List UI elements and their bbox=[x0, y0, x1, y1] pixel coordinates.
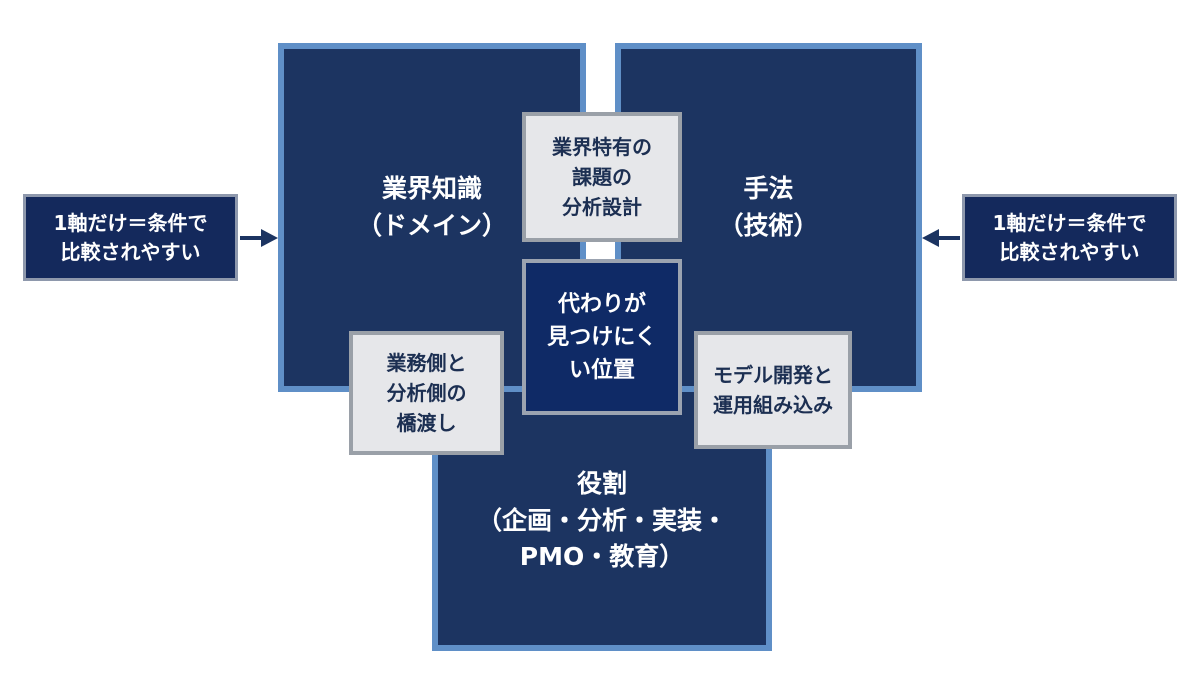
overlap-domain-technique-label: 業界特有の 課題の 分析設計 bbox=[552, 135, 652, 219]
overlap-domain-role-box: 業務側と 分析側の 橋渡し bbox=[349, 331, 504, 455]
left-note-box: 1軸だけ＝条件で 比較されやすい bbox=[23, 194, 238, 281]
overlap-domain-technique-box: 業界特有の 課題の 分析設計 bbox=[522, 112, 682, 242]
right-note-box: 1軸だけ＝条件で 比較されやすい bbox=[962, 194, 1177, 281]
left-note-label: 1軸だけ＝条件で 比較されやすい bbox=[53, 210, 208, 264]
right-note-label: 1軸だけ＝条件で 比較されやすい bbox=[992, 210, 1147, 264]
right-arrow-icon bbox=[922, 229, 960, 247]
left-arrow-icon bbox=[240, 229, 278, 247]
domain-box-label: 業界知識 （ドメイン） bbox=[356, 174, 507, 240]
overlap-technique-role-label: モデル開発と 運用組み込み bbox=[713, 363, 833, 417]
overlap-domain-role-label: 業務側と 分析側の 橋渡し bbox=[386, 351, 467, 435]
center-box-label: 代わりが 見つけにく い位置 bbox=[547, 291, 657, 383]
overlap-technique-role-box: モデル開発と 運用組み込み bbox=[694, 331, 852, 449]
technique-box-label: 手法 （技術） bbox=[718, 174, 819, 240]
center-box: 代わりが 見つけにく い位置 bbox=[522, 259, 682, 415]
role-box-label: 役割 （企画・分析・実装・ PMO・教育） bbox=[476, 469, 727, 571]
